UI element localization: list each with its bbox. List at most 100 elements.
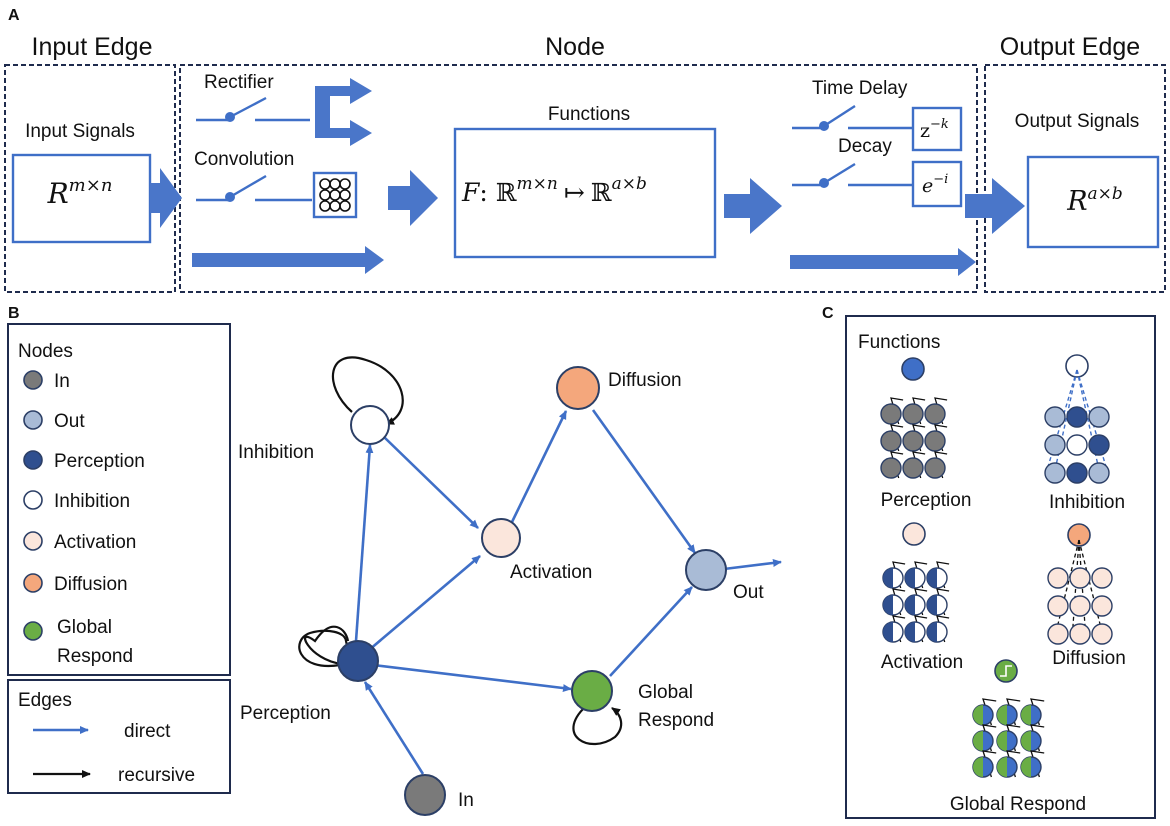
output-edge-title: Output Edge (1000, 33, 1140, 61)
cluster-node-half (883, 568, 893, 588)
cluster-node-half (905, 595, 915, 615)
edge-inhibition-activation (383, 436, 479, 529)
cluster-node (880, 457, 902, 479)
legend-nodes-box (7, 323, 231, 676)
node-activation (481, 518, 521, 558)
cluster-node (1066, 462, 1088, 484)
output-edge-box (984, 64, 1166, 293)
convolution-label: Convolution (194, 149, 294, 170)
output-matrix-box (1026, 155, 1160, 249)
rectifier-label: Rectifier (204, 72, 274, 93)
panel-c-letter: C (822, 305, 834, 322)
edge-perception-activation (368, 555, 481, 651)
decay-label: Decay (838, 136, 892, 157)
cluster-node-half (927, 595, 937, 615)
legend-out-swatch-icon (23, 410, 43, 430)
graph-label-global-2: Respond (638, 710, 714, 731)
cluster-node-half (973, 705, 983, 725)
output-arrow-icon (965, 178, 1025, 234)
cluster-node (1044, 406, 1066, 428)
legend-node-in: In (23, 370, 70, 392)
cluster-node (1069, 567, 1091, 589)
cluster-node-half (997, 757, 1007, 777)
legend-perception-label: Perception (54, 451, 145, 472)
delay-symbol: z−k (920, 117, 949, 142)
legend-diffusion-swatch-icon (23, 573, 43, 593)
decay-switch-lever (823, 162, 856, 185)
delay-switch-lever (823, 104, 856, 128)
cluster-node (924, 430, 946, 452)
edge-diffusion-out (591, 409, 697, 554)
cluster-node-half (997, 705, 1007, 725)
cluster-node (880, 430, 902, 452)
global-respond-cluster (972, 659, 1045, 778)
cluster-node (880, 403, 902, 425)
cluster-node (1047, 623, 1069, 645)
cluster-node (1044, 462, 1066, 484)
perception-cluster (880, 357, 948, 479)
cluster-node (1088, 434, 1110, 456)
legend-in-swatch-icon (23, 370, 43, 390)
input-edge-title: Input Edge (32, 33, 153, 61)
edge-perception-inhibition (354, 444, 374, 642)
legend-edges-box (7, 679, 231, 794)
edge-in-perception (363, 681, 425, 775)
graph-label-diffusion: Diffusion (608, 370, 682, 391)
loop-perception-top (304, 625, 350, 666)
loop-inhibition (331, 356, 404, 426)
convolution-grid-icon (319, 178, 351, 212)
legend-global-label-1: Global (57, 617, 112, 638)
legend-out-label: Out (54, 411, 85, 432)
input-matrix-label: Rm×n (47, 175, 113, 210)
cluster-node (1091, 623, 1113, 645)
graph-edges (354, 409, 782, 775)
global-respond-cluster-label: Global Respond (950, 794, 1086, 815)
bypass-out-arrow-icon (790, 248, 976, 276)
to-functions-arrow-icon (388, 170, 438, 226)
legend-nodes-title: Nodes (18, 341, 73, 362)
cluster-node (1066, 434, 1088, 456)
legend-recursive-label: recursive (118, 765, 195, 786)
legend-inhibition-label: Inhibition (54, 491, 130, 512)
panel-a-letter: A (8, 7, 20, 24)
input-arrow-icon (150, 168, 182, 228)
legend-node-global-respond: Global Respond (23, 617, 133, 667)
cluster-node-half (997, 731, 1007, 751)
time-delay-label: Time Delay (812, 78, 908, 99)
cluster-node-half (883, 595, 893, 615)
node-title: Node (545, 33, 605, 61)
functions-box (453, 127, 717, 259)
legend-perception-swatch-icon (23, 450, 43, 470)
inhibition-cluster (1044, 354, 1110, 484)
dashed-link (1078, 539, 1087, 641)
cluster-node (1088, 406, 1110, 428)
dashed-link (1071, 539, 1080, 641)
cluster-node-half (927, 568, 937, 588)
step-function-icon (1000, 665, 1012, 677)
loop-perception (298, 629, 353, 668)
legend-in-label: In (54, 371, 70, 392)
cluster-node-half (973, 757, 983, 777)
perception-top-node (901, 357, 925, 381)
legend-inhibition-swatch-icon (23, 490, 43, 510)
inhibition-cluster-label: Inhibition (1049, 492, 1125, 513)
node-perception (337, 640, 379, 682)
edge-global-out (609, 586, 693, 677)
graph-label-inhibition: Inhibition (238, 442, 314, 463)
cluster-node-half (905, 568, 915, 588)
decay-symbol: e−i (922, 172, 948, 197)
cluster-node (924, 457, 946, 479)
rectifier-split-arrow-icon (315, 78, 372, 146)
input-matrix-box (11, 153, 152, 244)
edge-perception-global (372, 663, 572, 693)
cluster-node (924, 403, 946, 425)
legend-node-out: Out (23, 410, 85, 432)
edge-activation-diffusion (510, 410, 568, 523)
legend-global-label-2: Respond (57, 646, 133, 667)
legend-node-activation: Activation (23, 531, 136, 553)
cluster-node (1069, 623, 1091, 645)
diffusion-top-node (1067, 523, 1091, 547)
graph-label-perception: Perception (240, 703, 331, 724)
delay-box (911, 106, 963, 152)
